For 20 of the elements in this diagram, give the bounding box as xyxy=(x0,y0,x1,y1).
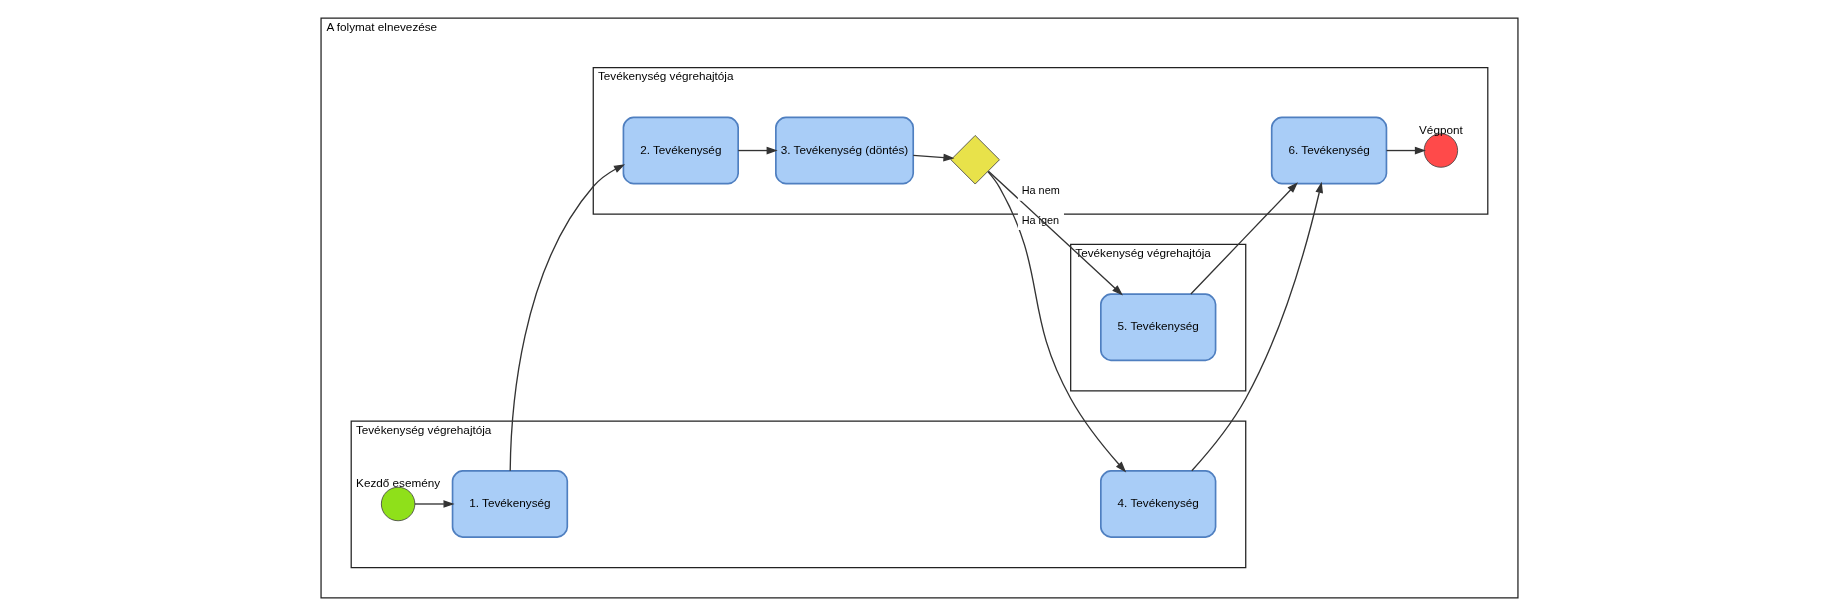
node-box: 5. Tevékenység xyxy=(1100,293,1217,362)
arrow xyxy=(1385,146,1426,155)
node-box: 3. Tevékenység (döntés) xyxy=(775,116,915,185)
node-box: 2. Tevékenység xyxy=(622,116,739,185)
arrow xyxy=(987,170,1123,296)
arrow xyxy=(414,500,455,508)
arrow xyxy=(737,146,778,155)
node-box: 6. Tevékenység xyxy=(1270,116,1388,185)
node-box: 1. Tevékenység xyxy=(451,470,569,538)
edge-label: Ha nem xyxy=(1021,184,1060,197)
arrow xyxy=(912,153,955,162)
node-box: 4. Tevékenység xyxy=(1100,470,1217,538)
node-label: Végpont xyxy=(1419,122,1463,136)
arrow xyxy=(1190,182,1298,295)
arrow xyxy=(509,164,626,472)
node-diamond xyxy=(950,135,1000,185)
arrow xyxy=(1191,181,1323,472)
arrow xyxy=(987,171,1127,473)
edge-label: Ha igen xyxy=(1021,213,1060,226)
node-label: Kezdő esemény xyxy=(356,475,441,489)
